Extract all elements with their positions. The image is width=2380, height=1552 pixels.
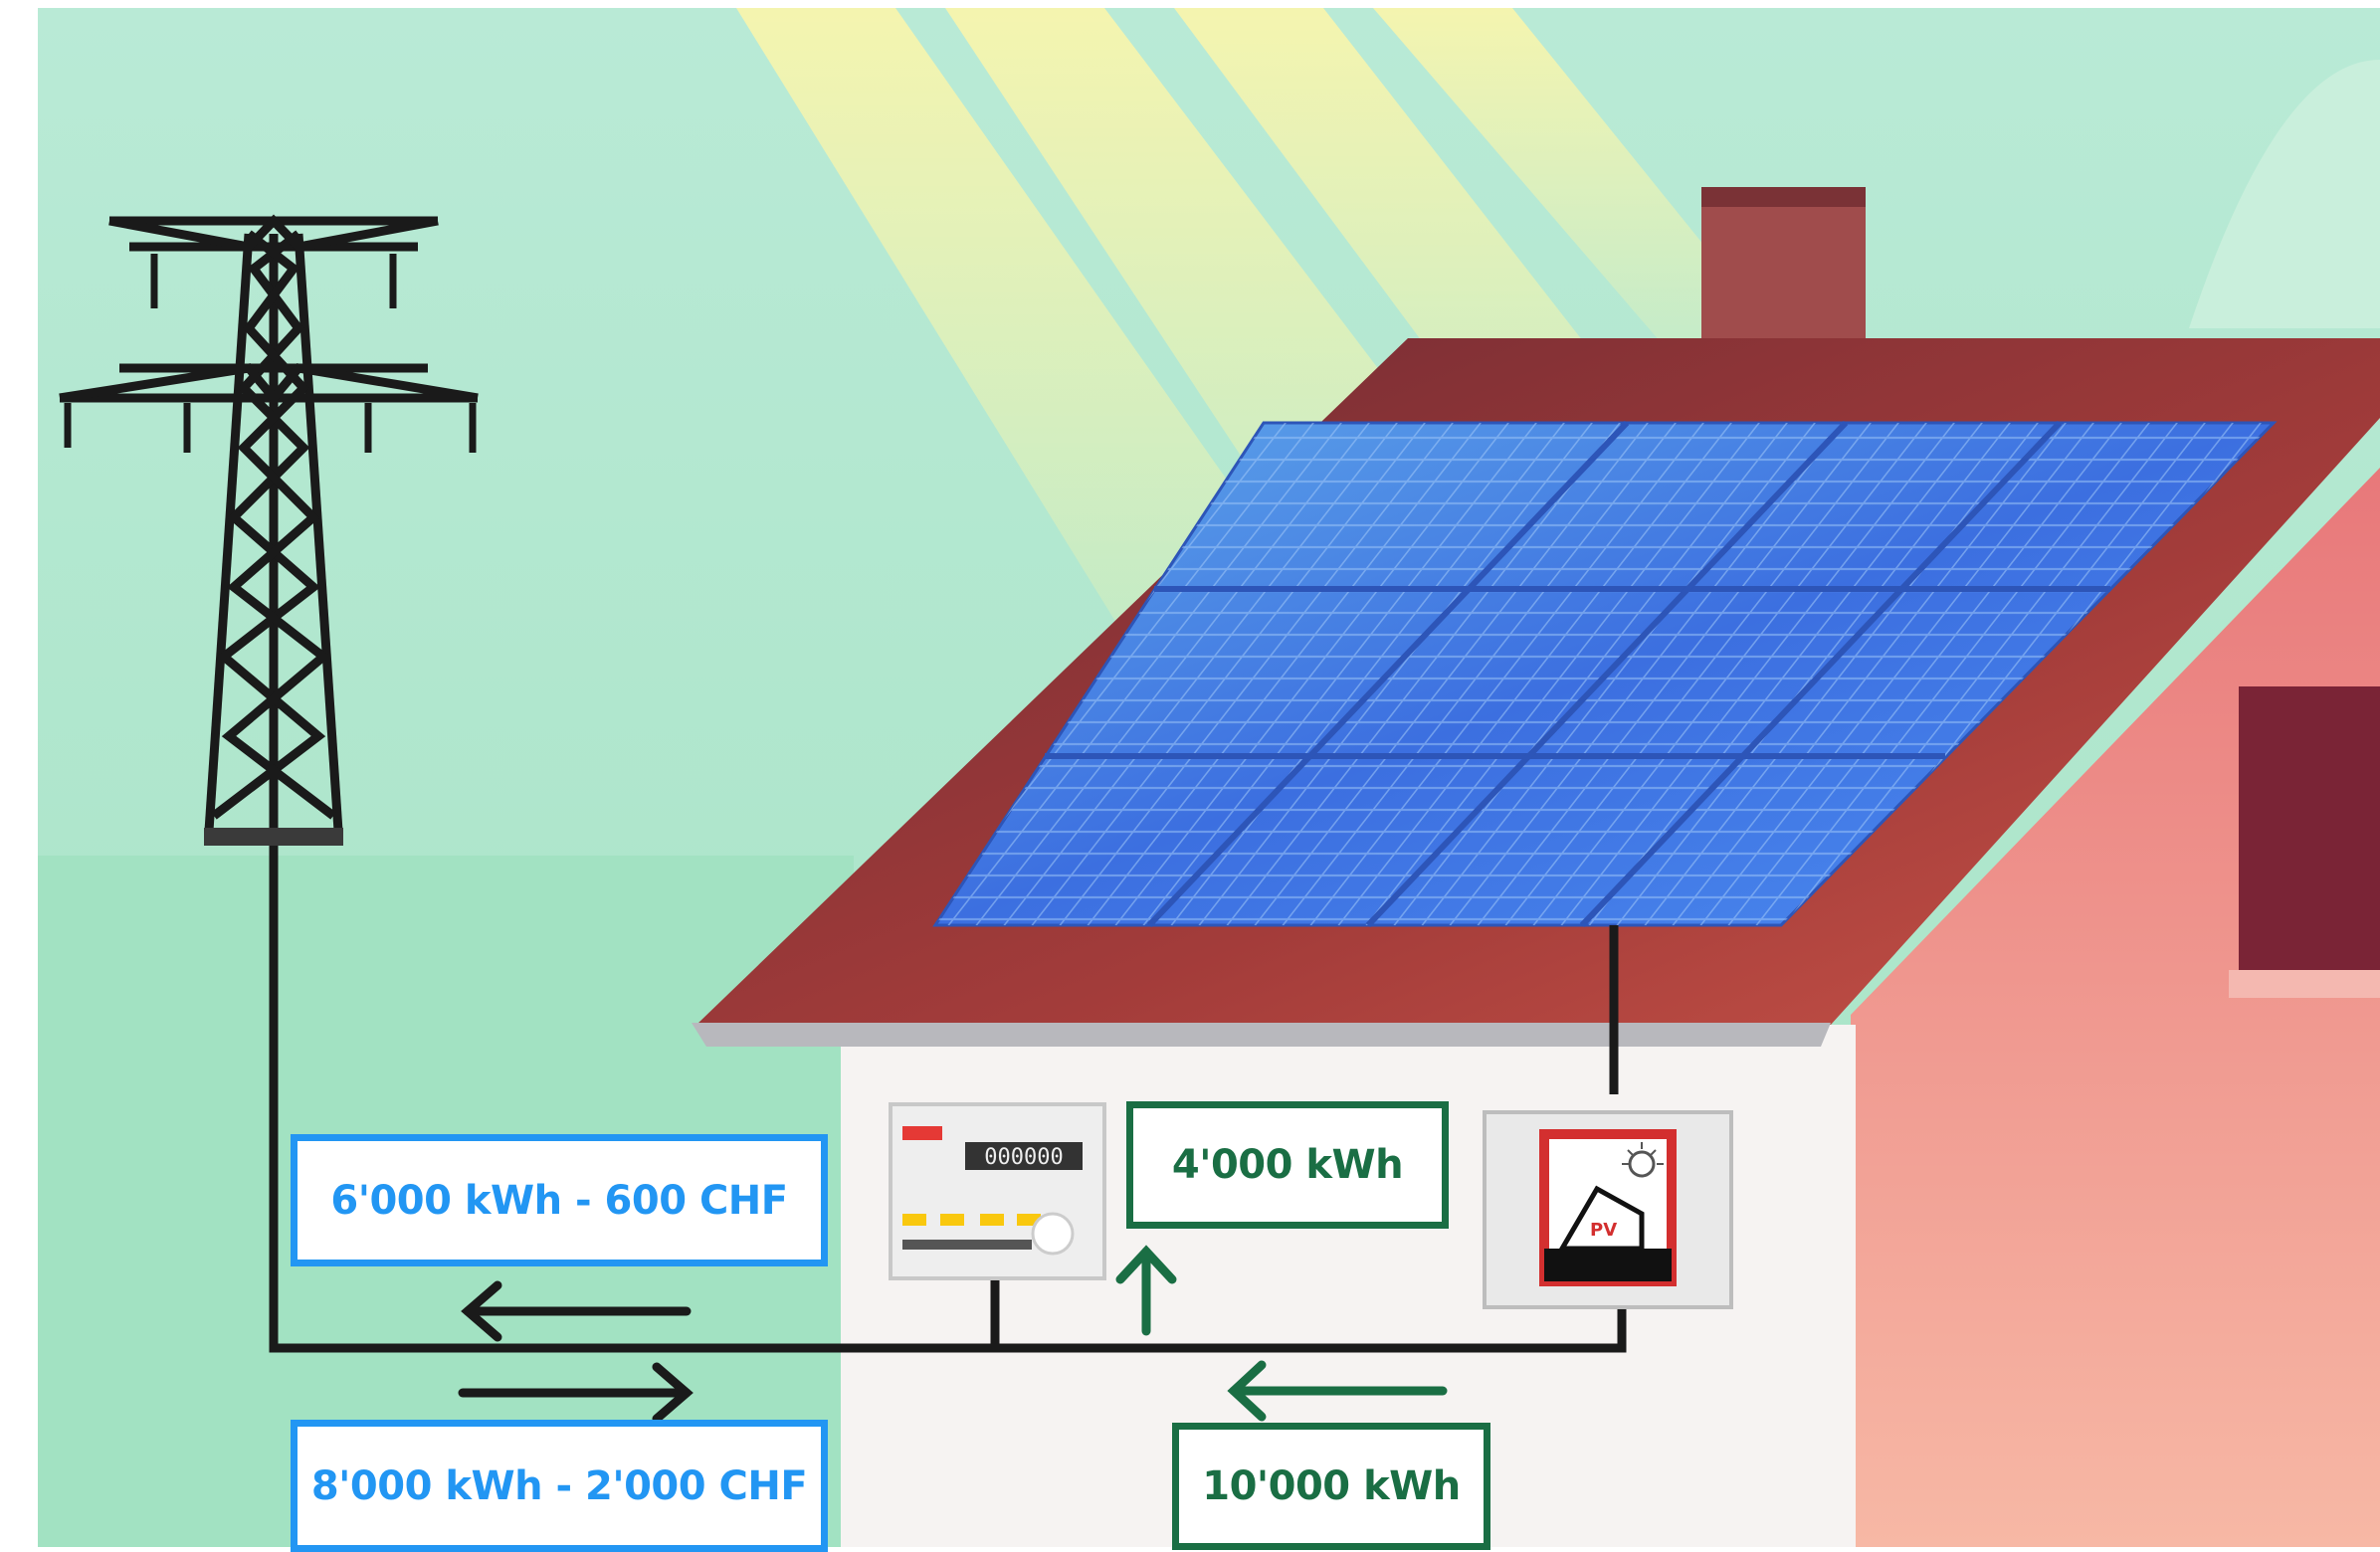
hill — [2189, 60, 2380, 328]
power-pylon-icon — [59, 214, 479, 846]
arrow-up-icon — [1115, 1245, 1177, 1336]
wiring — [269, 846, 1627, 1353]
pv-production-label: 10'000 kWh — [1172, 1423, 1490, 1550]
meter-display: 000000 — [984, 1145, 1063, 1170]
grid-export-label: 6'000 kWh - 600 CHF — [291, 1134, 828, 1266]
grid-import-label: 8'000 kWh - 2'000 CHF — [291, 1420, 828, 1552]
solar-panel-icon — [932, 420, 2278, 928]
arrow-right-icon — [458, 1362, 694, 1424]
self-consumption-label: 4'000 kWh — [1126, 1101, 1449, 1229]
window-sill — [2229, 970, 2380, 998]
pv-sign-text: PV — [1590, 1220, 1617, 1241]
chimney — [1701, 187, 1866, 356]
electricity-meter-icon: 000000 — [889, 1102, 1106, 1280]
roof-gutter — [692, 1023, 1831, 1047]
pv-warning-sign-icon: PV — [1483, 1110, 1733, 1309]
arrow-left-green-icon — [1227, 1360, 1448, 1422]
arrow-left-icon — [461, 1280, 692, 1342]
window — [2239, 686, 2380, 970]
